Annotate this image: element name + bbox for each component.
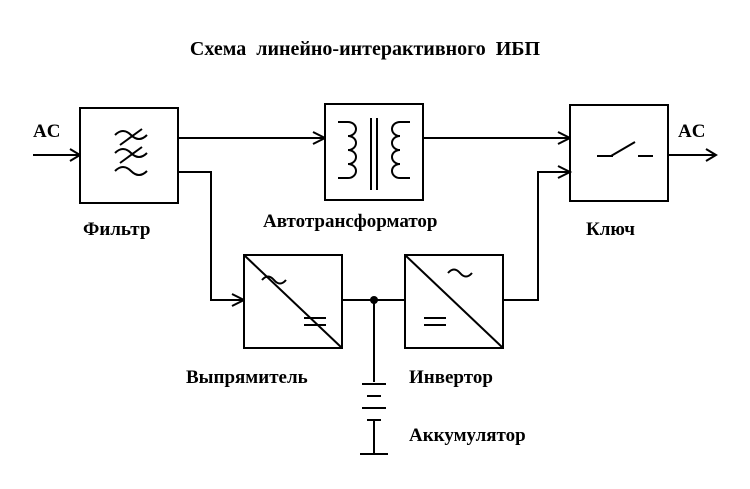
- inverter-label: Инвертор: [409, 367, 493, 388]
- wire-autotransformer-to-switch: [423, 131, 573, 145]
- wire-filter-to-rectifier: [178, 171, 247, 307]
- diagram-title: Схема линейно-интерактивного ИБП: [190, 38, 541, 60]
- rectifier-block: [243, 254, 343, 349]
- wire-filter-to-autotransformer: [178, 131, 328, 145]
- filter-waves-icon: [114, 128, 148, 176]
- dc-to-ac-icon: [424, 268, 473, 326]
- battery-label: Аккумулятор: [409, 425, 526, 446]
- transformer-coils-icon: [338, 118, 410, 190]
- filter-label: Фильтр: [83, 219, 150, 240]
- filter-block: [79, 107, 179, 204]
- autotransformer-block: [324, 103, 424, 201]
- switch-label: Ключ: [586, 219, 635, 240]
- inverter-block: [404, 254, 504, 349]
- wire-inverter-to-switch: [503, 165, 573, 301]
- ac-input-label: AC: [33, 121, 60, 142]
- rectifier-label: Выпрямитель: [186, 367, 308, 388]
- switch-block: [569, 104, 669, 202]
- ac-output-arrow: [668, 148, 718, 162]
- battery-icon: [360, 383, 388, 455]
- dc-bus: [342, 296, 405, 382]
- ac-input-arrow: [33, 148, 82, 162]
- ac-to-dc-icon: [261, 275, 326, 326]
- autotransformer-label: Автотрансформатор: [263, 211, 438, 232]
- open-switch-icon: [597, 141, 653, 157]
- ac-output-label: AC: [678, 121, 705, 142]
